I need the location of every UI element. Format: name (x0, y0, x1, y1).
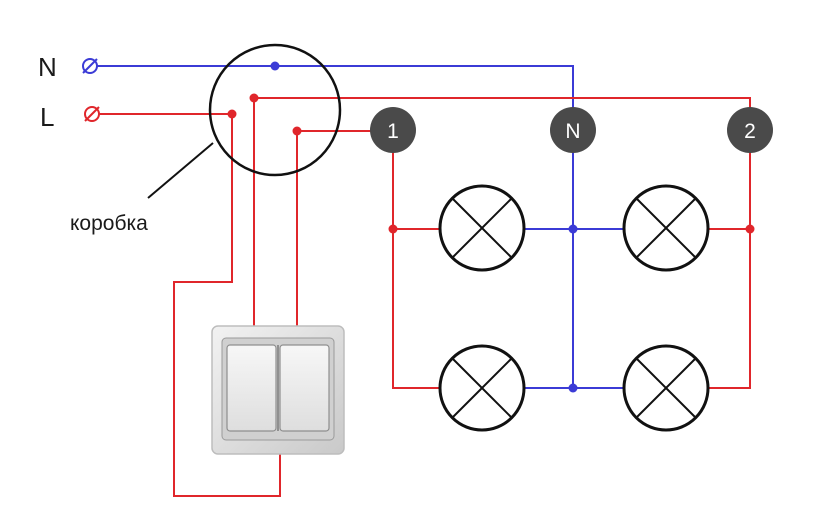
node-2: 2 (727, 107, 773, 153)
node-n: N (550, 107, 596, 153)
neutral-lower-dot (568, 383, 578, 393)
line-terminal-icon (84, 106, 100, 122)
neutral-terminal-icon (82, 58, 98, 74)
junction-box-leader (147, 142, 214, 199)
lamp-icon (438, 344, 526, 432)
node-1-label: 1 (387, 120, 399, 143)
switch-2-junction-dot (249, 93, 259, 103)
switch-1-junction-dot (292, 126, 302, 136)
switch-out-2-wire (254, 97, 751, 130)
neutral-terminal-label: N (38, 52, 57, 82)
two-gang-switch-icon (211, 325, 345, 455)
lamp-icon (622, 344, 710, 432)
node-n-label: N (565, 120, 580, 143)
line-junction-dot (227, 109, 237, 119)
neutral-junction-dot (270, 61, 280, 71)
group-1-bus (392, 131, 440, 389)
node-1: 1 (370, 107, 416, 153)
group-2-dot (745, 224, 755, 234)
junction-box-label: коробка (70, 212, 148, 235)
group-2-bus (708, 130, 751, 389)
connection-dots (227, 61, 755, 393)
lamp-icon (622, 184, 710, 272)
group-1-dot (388, 224, 398, 234)
lamp-icon (438, 184, 526, 272)
line-terminal-label: L (40, 102, 54, 132)
node-2-label: 2 (744, 120, 756, 143)
neutral-upper-dot (568, 224, 578, 234)
switch-key-right (279, 344, 330, 432)
switch-key-left (226, 344, 277, 432)
junction-box (208, 43, 342, 177)
